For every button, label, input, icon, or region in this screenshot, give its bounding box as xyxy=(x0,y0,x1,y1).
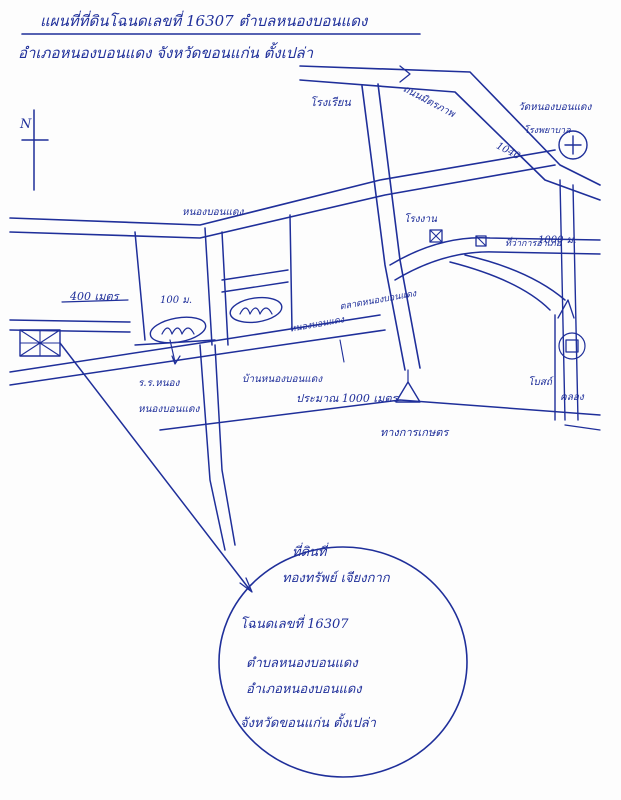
arrow-icon xyxy=(339,339,345,363)
road-vertical-center xyxy=(361,83,421,371)
school-label: โรงเรียน xyxy=(310,96,351,109)
label-village: บ้านหนองบอนแดง xyxy=(242,373,323,385)
circle-line-2: ทองทรัพย์ เจียงกาก xyxy=(282,570,391,586)
road-horizontal-lower xyxy=(9,314,601,431)
distance-left-label: 400 เมตร xyxy=(69,290,121,303)
far-right-marker: โบสถ์ คลอง xyxy=(528,332,586,403)
label-distance-bottom: ประมาณ 1000 เมตร xyxy=(296,392,400,405)
header-line-2: อำเภอหนองบอนแดง จังหวัดขอนแก่น ตั้งเปล่า xyxy=(18,42,314,62)
pointer-arrow-icon xyxy=(239,577,253,593)
village-cluster-left xyxy=(149,316,207,344)
circle-line-4: ตำบลหนองบอนแดง xyxy=(246,656,359,671)
village-cluster-mid xyxy=(229,296,283,324)
school-block-marker: 1000 ม. xyxy=(475,235,576,247)
temple-label: วัดหนองบอนแดง xyxy=(518,102,593,113)
north-label: N xyxy=(19,117,32,132)
circle-line-3: โฉนดเลขที่ 16307 xyxy=(240,614,349,632)
factory-marker: โรงงาน xyxy=(404,213,443,243)
distance-right-top: 1000 ม. xyxy=(538,235,576,246)
circle-line-1: ที่ดินที่ xyxy=(292,542,329,560)
north-arrow-icon: N xyxy=(19,109,49,191)
road-top-label: ถนนมิตรภาพ xyxy=(401,83,458,121)
label-bottom-right-2: คลอง xyxy=(560,392,585,403)
label-left-lower-2: หนองบอนแดง xyxy=(138,404,200,415)
target-plot-marker xyxy=(19,329,61,357)
factory-label: โรงงาน xyxy=(404,213,438,225)
label-market: ตลาดหนองบอนแดง xyxy=(339,289,418,312)
hospital-label: โรงพยาบาล xyxy=(524,124,571,136)
label-far-right: โบสถ์ xyxy=(528,376,554,388)
circle-line-6: จังหวัดขอนแก่น ตั้งเปล่า xyxy=(240,713,377,731)
arrow-icon xyxy=(169,339,181,365)
road-curve-right xyxy=(389,179,601,421)
road-vertical-lower-left xyxy=(199,344,236,551)
label-bottom-right-1: ที่ว่าการอำเภอ xyxy=(505,236,562,249)
road-grid xyxy=(134,214,293,346)
distance-mid-label: 100 ม. xyxy=(160,295,192,306)
label-grid-mark: หนองบอนแดง xyxy=(289,315,346,335)
school-block-label: หนองบอนแดง xyxy=(182,207,244,218)
circle-annotation: ที่ดินที่ ทองทรัพย์ เจียงกาก โฉนดเลขที่ … xyxy=(218,542,468,778)
pointer-line xyxy=(59,342,251,591)
header-line-1: แผนที่ที่ดินโฉนดเลขที่ 16307 ตำบลหนองบอน… xyxy=(40,10,369,30)
label-left-lower-1: ร.ร.หนอง xyxy=(138,378,181,389)
triangle-landmark-icon xyxy=(395,369,421,403)
circle-line-5: อำเภอหนองบอนแดง xyxy=(246,682,363,697)
label-triangle: ทางการเกษตร xyxy=(380,426,450,439)
temple-top-right: วัดหนองบอนแดง โรงพยาบาล xyxy=(518,102,593,160)
road-horizontal-upper xyxy=(9,149,556,239)
